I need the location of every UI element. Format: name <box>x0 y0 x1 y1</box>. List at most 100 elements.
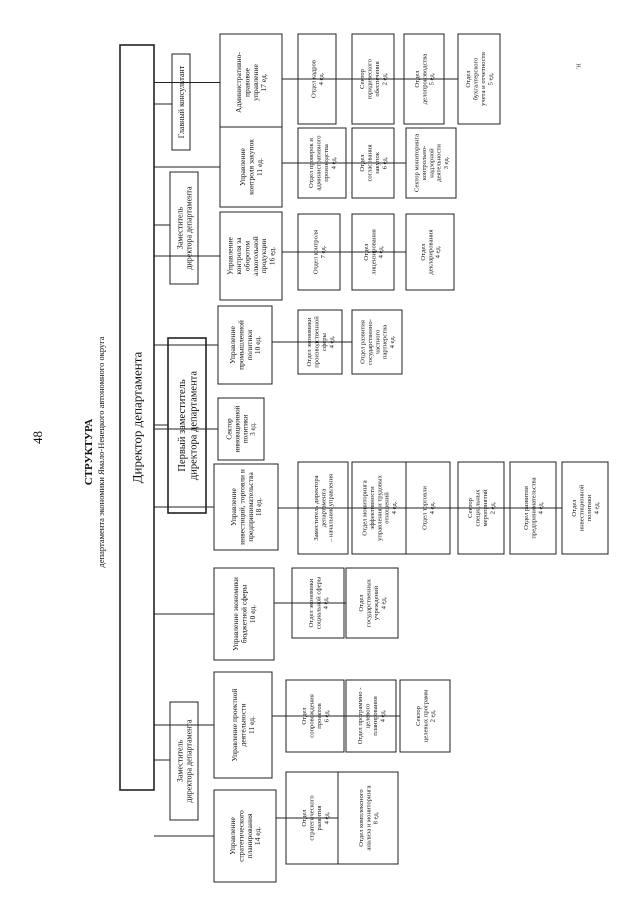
division-box: Управлениеконтроля закупок11 ед. <box>219 126 283 208</box>
label-line: государственно- <box>367 319 374 365</box>
label-line: алкогольной <box>251 236 260 276</box>
label-line: 10 ед. <box>253 336 262 354</box>
label-line: директора департамента <box>184 719 193 803</box>
label-line: правовое <box>242 67 251 97</box>
division-box-frame <box>217 397 265 461</box>
subunit-box-frame <box>561 461 609 555</box>
division-box-label: Управлениеинвестиций, торговли ипредприн… <box>229 469 263 545</box>
label-line: Заместитель <box>175 739 184 782</box>
label-line: Управление <box>238 148 247 186</box>
subunit-box: Сектор мониторингаконтрольно-надзорнойде… <box>405 127 457 199</box>
label-line: Управление <box>228 326 237 364</box>
division-box: Административно-правовоеуправление17 ед. <box>219 33 283 132</box>
division-box-frame <box>213 463 279 551</box>
label-line: надзорной <box>428 148 435 178</box>
label-line: контроля за <box>234 237 243 275</box>
label-line: оборотом <box>242 241 251 272</box>
subunit-box-label: Секторцелевых программ2 ед. <box>415 689 437 742</box>
label-line: 8 ед. <box>373 811 380 824</box>
label-line: политики <box>245 330 254 360</box>
subunit-box: Отделбухгалтерскогоучета и отчетности5 е… <box>457 33 501 125</box>
division-box-frame <box>219 126 283 208</box>
label-line: частного <box>374 329 381 354</box>
label-line: партнерства <box>382 325 389 359</box>
label-line: деятельности <box>436 144 443 182</box>
label-line: бухгалтерского <box>473 57 480 100</box>
first-deputy-box-label: Первый заместительдиректора департамента <box>177 371 200 480</box>
label-line: контрольно- <box>421 146 428 180</box>
subunit-box-label: Отделдекларирования4 ед. <box>420 229 442 274</box>
label-line: 18 ед. <box>254 498 263 516</box>
label-line: декларирования <box>427 229 434 274</box>
subunit-box-label: Отдел комплексногоанализа и мониторинга8… <box>358 785 380 850</box>
label-line: Отдел комплексного <box>358 789 365 847</box>
label-line: предпринимательства <box>246 472 255 542</box>
label-line: учреждений <box>373 585 380 620</box>
division-box: Управление проектнойдеятельности11 ед. <box>213 671 273 779</box>
label-line: деятельности <box>239 704 248 747</box>
subunit-box: Отделинвестиционнойполитики4 ед. <box>561 461 609 555</box>
subunit-box-label: Отделбухгалтерскогоучета и отчетности5 е… <box>465 52 494 106</box>
label-line: Отдел <box>465 70 472 88</box>
division-box-label: Управлениеконтроля закупок11 ед. <box>238 139 264 195</box>
chief-consultant-box-label: Главный консультант <box>177 65 186 138</box>
division-box-label: Административно-правовоеуправление17 ед. <box>234 52 268 113</box>
diagram-subtitle: департамента экономики Ямало-Ненецкого а… <box>96 336 106 567</box>
division-box: Управлениеинвестиций, торговли ипредприн… <box>213 463 279 551</box>
label-line: 4 ед. <box>593 501 600 514</box>
deputy-control-box-label: Заместительдиректора департамента <box>175 186 193 270</box>
label-line: Директор департамента <box>130 351 145 483</box>
label-line: Сектор мониторинга <box>414 134 421 192</box>
label-line: 16 ед. <box>268 247 277 265</box>
division-box-frame <box>219 211 283 301</box>
subunit-box-frame <box>337 771 399 865</box>
label-line: Отдел развития <box>360 320 367 364</box>
division-box-label: Управлениепромышленнойполитики10 ед. <box>228 320 262 370</box>
label-line: Сектор <box>415 705 422 726</box>
subunit-box-label: Отделинвестиционнойполитики4 ед. <box>571 484 600 531</box>
label-line: 5 ед. <box>487 72 494 85</box>
label-line: директора департамента <box>184 186 193 270</box>
label-line: государственных <box>366 578 373 627</box>
label-line: Главный консультант <box>177 65 186 138</box>
division-box-label: Управление проектнойдеятельности11 ед. <box>230 688 256 761</box>
deputy-control-box: Заместительдиректора департамента <box>169 171 199 285</box>
subunit-box-label: Отдел развитиягосударственно-частногопар… <box>360 319 397 365</box>
division-box: Управлениепромышленнойполитики10 ед. <box>217 305 273 385</box>
division-box-label: Управление экономикибюджетной сферы10 ед… <box>231 577 257 651</box>
subunit-box: Отдел развитиягосударственно-частногопар… <box>351 309 403 375</box>
label-line: 14 ед. <box>253 827 262 845</box>
subunit-box: Отделдекларирования4 ед. <box>405 213 455 291</box>
deputy-planning-box-frame <box>169 701 199 821</box>
label-line: Управление экономики <box>231 577 240 651</box>
subunit-box-frame <box>351 309 403 375</box>
label-line: Управление проектной <box>230 688 239 761</box>
division-box-label: Управлениеконтроля заоборотомалкогольной… <box>226 236 277 276</box>
subunit-box: Отделгосударственныхучреждений4 ед. <box>345 567 399 639</box>
subunit-box: Отдел комплексногоанализа и мониторинга8… <box>337 771 399 865</box>
label-line: 4 ед. <box>389 335 396 348</box>
label-line: 3 ед. <box>443 156 450 169</box>
label-line: инновационной <box>234 405 242 452</box>
label-line: инвестиций, торговли и <box>237 469 246 545</box>
label-line: продукции <box>259 239 268 274</box>
label-line: стратегического <box>236 810 245 862</box>
label-line: политики <box>586 494 593 521</box>
label-line: анализа и мониторинга <box>365 785 372 850</box>
label-line: промышленной <box>236 320 245 370</box>
label-line: 10 ед. <box>248 605 257 623</box>
division-box: Управлениеконтроля заоборотомалкогольной… <box>219 211 283 301</box>
chief-consultant-box-frame <box>171 53 191 151</box>
label-line: 11 ед. <box>255 158 264 176</box>
label-line: Первый заместитель <box>177 379 188 471</box>
label-line: 3 ед. <box>249 422 257 436</box>
label-line: Сектор <box>226 418 234 440</box>
subunit-box-frame <box>345 567 399 639</box>
label-line: 4 ед. <box>380 596 387 609</box>
label-line: учета и отчетности <box>480 52 487 106</box>
label-line: Отдел <box>420 243 427 261</box>
division-box: Секторинновационнойполитики3 ед. <box>217 397 265 461</box>
label-line: управление <box>251 63 260 100</box>
division-box-frame <box>213 671 273 779</box>
label-line: 2 ед. <box>430 709 437 722</box>
